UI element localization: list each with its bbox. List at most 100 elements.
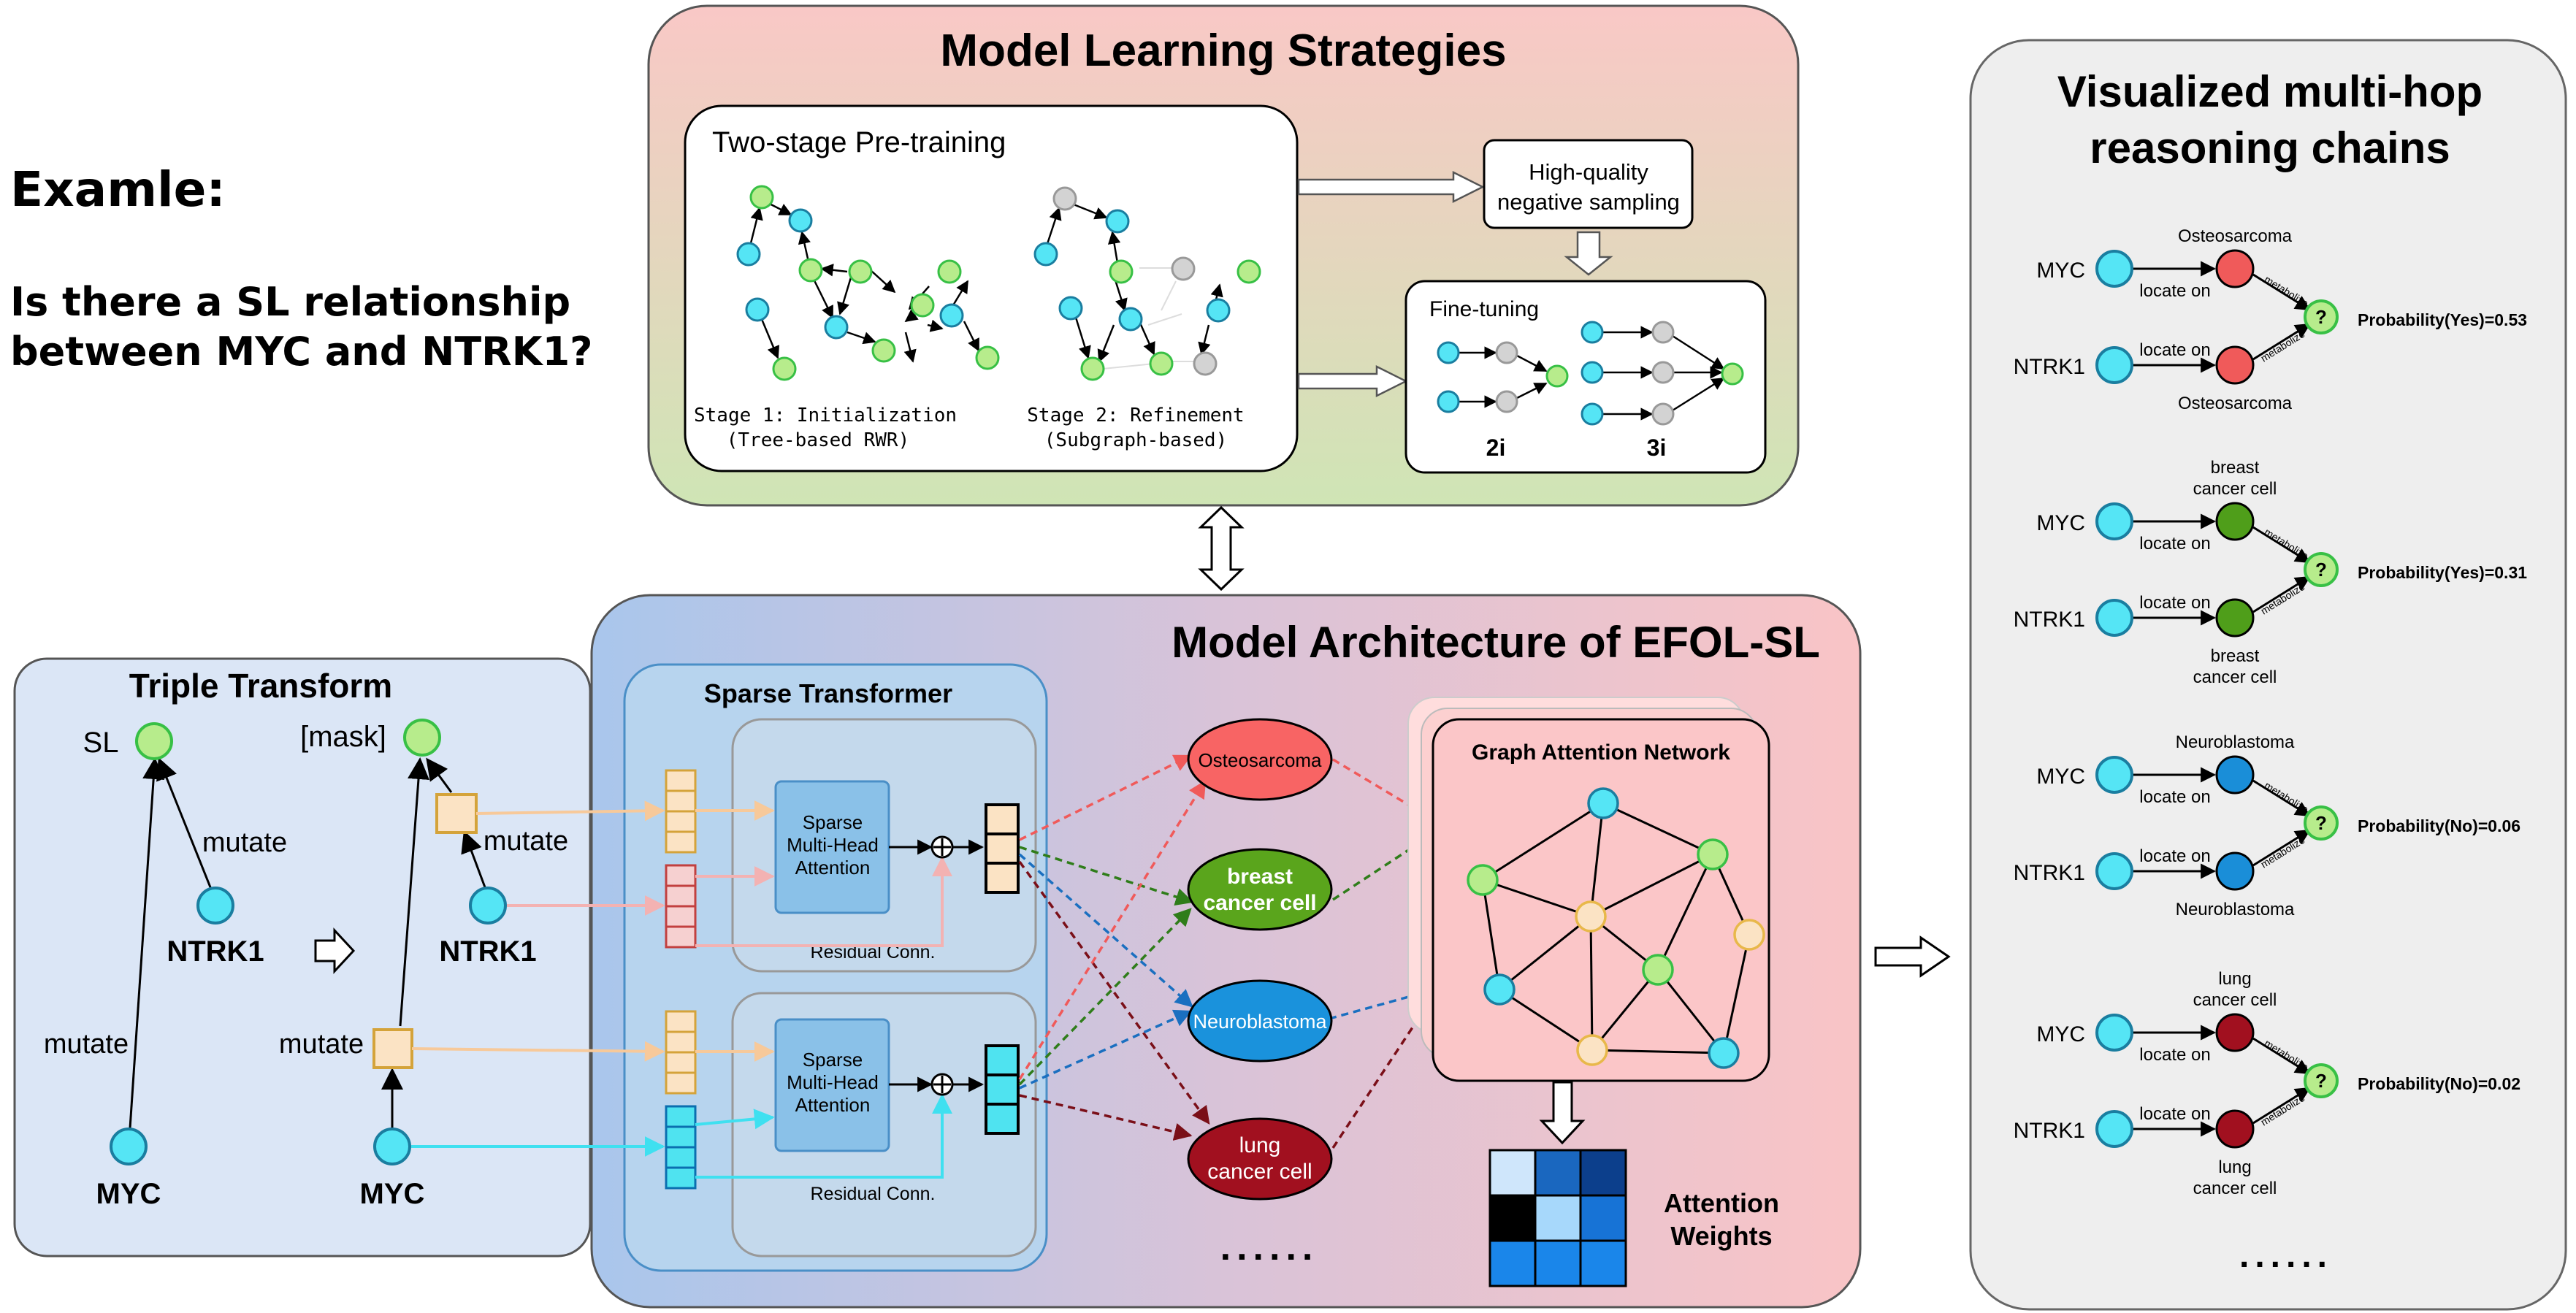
stage2-label-line2: (Subgraph-based) [1044, 429, 1227, 451]
node [1495, 341, 1518, 364]
node [788, 208, 813, 233]
locate-on-label: locate on [2139, 846, 2210, 866]
mask-label: [mask] [300, 721, 386, 753]
query-node [2304, 552, 2339, 587]
stage2-faint-edges [1102, 267, 1198, 370]
entity-top-line2: cancer cell [2193, 990, 2277, 1010]
locate-on-label: locate on [2139, 340, 2210, 360]
reasoning-title-line1: Visualized multi-hop [2057, 67, 2483, 116]
finetune-3i-graph [1603, 326, 1725, 421]
entity-bottom-line1: lung [2218, 1157, 2251, 1177]
stage1-nodes [736, 185, 1000, 381]
attention-line1: Sparse [803, 811, 863, 833]
node [1109, 259, 1134, 284]
question-mark: ? [2315, 812, 2327, 834]
probability-label: Probability(No)=0.02 [2358, 1074, 2520, 1093]
stage1-label-line1: Stage 1: Initialization [694, 405, 957, 426]
mutate-label: mutate [202, 827, 287, 858]
node [1058, 296, 1083, 321]
entity-node [2215, 249, 2255, 288]
attention-line3: Attention [795, 1094, 871, 1116]
locate-on-label: locate on [2139, 593, 2210, 613]
node [871, 338, 896, 363]
myc-label: MYC [2036, 765, 2085, 789]
stage2-label-line1: Stage 2: Refinement [1027, 405, 1244, 426]
node [1467, 864, 1499, 896]
ntrk1-label: NTRK1 [2014, 861, 2085, 885]
bidirectional-arrow [1198, 505, 1245, 592]
node [1697, 838, 1729, 870]
example-question-line2: between MYC and NTRK1? [10, 329, 593, 375]
mutate-label: mutate [44, 1029, 129, 1060]
finetune-title: Fine-tuning [1429, 297, 1539, 321]
node [1483, 973, 1516, 1006]
chain-edge [2252, 829, 2311, 867]
entity-node [2215, 851, 2255, 891]
node [1651, 321, 1675, 344]
probability-label: Probability(Yes)=0.53 [2358, 310, 2527, 329]
attention-line1: Sparse [803, 1049, 863, 1071]
flow-arrow [411, 1041, 665, 1062]
triple-title: Triple Transform [129, 667, 392, 705]
architecture-title: Model Architecture of EFOL-SL [1172, 618, 1820, 667]
example-title: Examle: [10, 161, 226, 218]
ntrk1-node [2095, 346, 2133, 384]
reasoning-panel: Visualized multi-hop reasoning chains MY… [1969, 39, 2567, 1311]
myc-label: MYC [2036, 1022, 2085, 1046]
ntrk1-node [2095, 599, 2133, 637]
entity-top-line2: Neuroblastoma [2176, 732, 2295, 752]
node [1587, 787, 1619, 819]
attention-weights-line1: Attention [1664, 1188, 1779, 1218]
hollow-arrow-to-negative [1297, 170, 1485, 204]
ntrk1-label-left: NTRK1 [167, 935, 264, 968]
myc-label: MYC [2036, 511, 2085, 535]
add-operator-top [889, 835, 985, 859]
entity-label: lung [1239, 1133, 1281, 1157]
heatmap-cell [1488, 1239, 1537, 1287]
negative-sampling-line2: negative sampling [1497, 189, 1680, 215]
entity-label: cancer cell [1207, 1160, 1312, 1184]
chain-edge [2252, 526, 2311, 564]
entity-top-line2: cancer cell [2193, 479, 2277, 499]
attention-line3: Attention [795, 857, 871, 878]
node [1105, 209, 1130, 234]
entity-top-line2: Osteosarcoma [2178, 226, 2293, 246]
locate-on-label: locate on [2139, 1104, 2210, 1124]
entity-node [2215, 598, 2255, 638]
entity-top-line1: breast [2211, 458, 2260, 478]
chain-edge [2252, 779, 2311, 817]
node [1437, 341, 1460, 364]
chain-edge [2252, 575, 2311, 613]
attention-line2: Multi-Head [787, 1071, 879, 1093]
attention-line2: Multi-Head [787, 834, 879, 856]
finetune-2i-graph [1459, 346, 1548, 408]
hollow-arrow-to-finetune [1297, 364, 1408, 398]
node [736, 242, 761, 267]
relation-box-top [435, 793, 478, 834]
node [975, 345, 1000, 370]
heatmap-cell [1579, 1239, 1627, 1287]
entity-label: Neuroblastoma [1193, 1011, 1327, 1033]
myc-node-left [110, 1128, 148, 1165]
query-node [2304, 299, 2339, 334]
node [939, 303, 964, 328]
myc-node [2095, 1014, 2133, 1052]
heatmap-cell [1579, 1149, 1627, 1197]
hollow-arrow-down-gat [1539, 1081, 1586, 1145]
heatmap-cell [1534, 1149, 1582, 1197]
node [1708, 1037, 1740, 1069]
label-2i: 2i [1486, 435, 1506, 461]
example-section: Examle: Is there a SL relationship betwe… [10, 161, 593, 375]
label-3i: 3i [1647, 435, 1667, 461]
mask-node [403, 719, 441, 757]
entity-node [2215, 345, 2255, 385]
locate-on-label: locate on [2139, 1045, 2210, 1065]
entity-label: breast [1227, 865, 1293, 889]
stage1-label-line2: (Tree-based RWR) [727, 429, 909, 451]
residual-path-bottom [695, 1093, 952, 1179]
residual-label-bottom: Residual Conn. [811, 1184, 936, 1204]
